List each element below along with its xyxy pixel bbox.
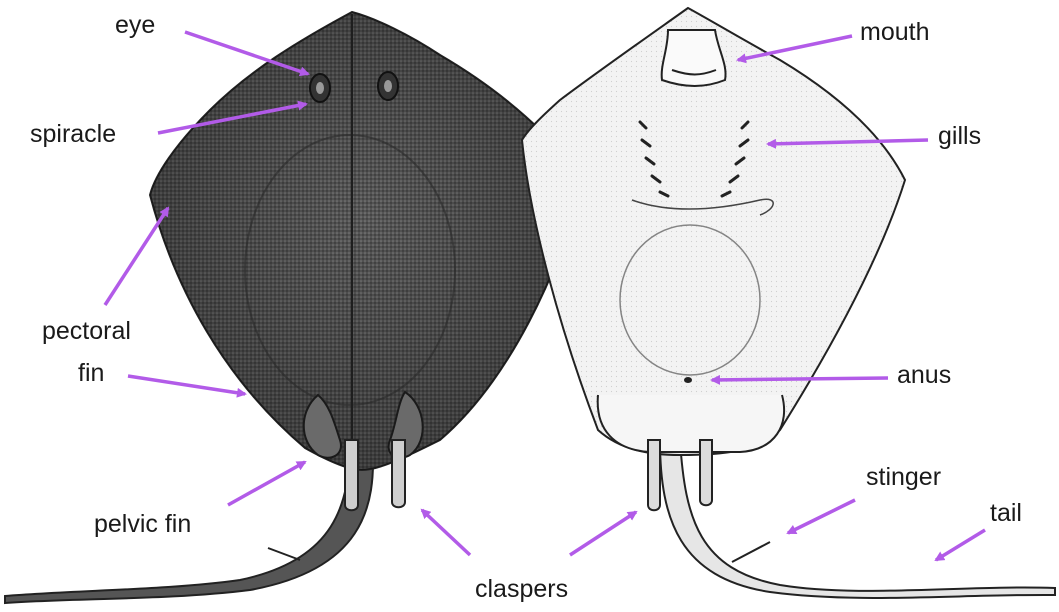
dorsal-clasper-left (345, 440, 358, 510)
ventral-anus (684, 377, 692, 383)
label-pelvic-fin: pelvic fin (94, 510, 191, 538)
label-pectoral: pectoral (42, 317, 131, 345)
ventral-pelvic-fins (598, 395, 784, 452)
arrow-anus (712, 378, 888, 380)
ventral-mouth (662, 30, 726, 86)
arrow-pectoral-lower (128, 376, 245, 394)
label-tail: tail (990, 499, 1022, 527)
arrow-tail (936, 530, 985, 560)
ventral-clasper-right (700, 440, 712, 505)
label-fin: fin (78, 359, 104, 387)
ventral-view (522, 8, 1055, 598)
label-gills: gills (938, 122, 981, 150)
label-spiracle: spiracle (30, 120, 116, 148)
label-mouth: mouth (860, 18, 929, 46)
arrow-pectoral-upper (105, 208, 168, 305)
ventral-clasper-left (648, 440, 660, 510)
arrow-claspers-left (422, 510, 470, 555)
label-eye: eye (115, 11, 155, 39)
arrow-stinger (788, 500, 855, 533)
arrow-claspers-right (570, 512, 636, 555)
arrow-pelvic-fin (228, 462, 305, 505)
dorsal-clasper-right (392, 440, 405, 507)
label-stinger: stinger (866, 463, 941, 491)
dorsal-view (5, 12, 582, 603)
label-claspers: claspers (475, 575, 568, 603)
stinger-spine (732, 542, 770, 562)
label-anus: anus (897, 361, 951, 389)
